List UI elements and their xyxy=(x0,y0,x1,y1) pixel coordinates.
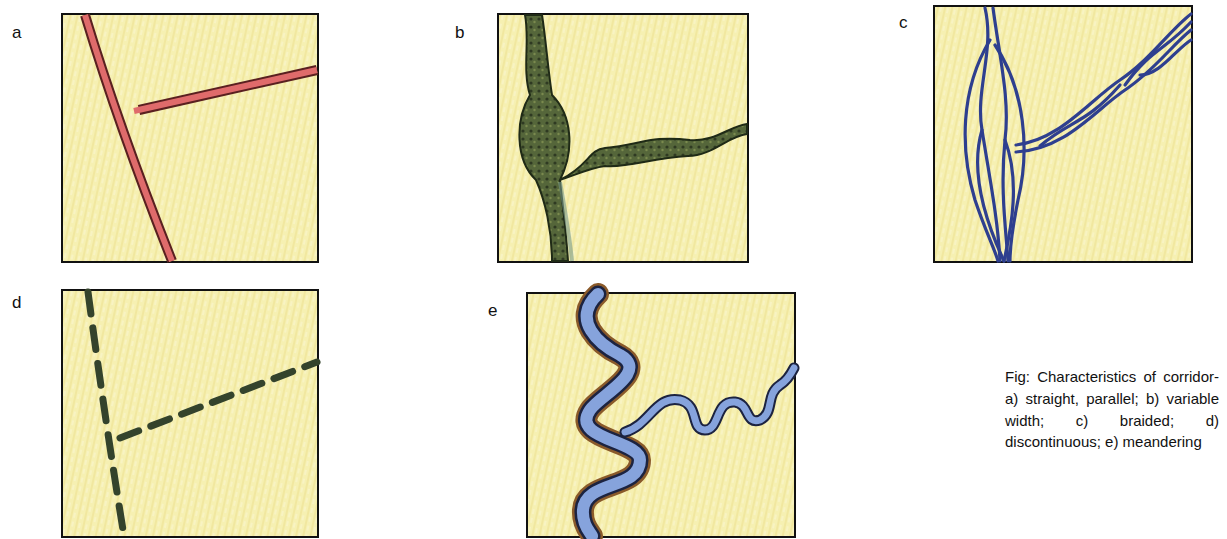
map-panel xyxy=(527,293,795,537)
panel-letter: d xyxy=(12,294,21,311)
corridor xyxy=(134,70,317,111)
corridor-outline xyxy=(85,15,172,261)
variable-width-corridor xyxy=(519,15,747,261)
discontinuous-corridor xyxy=(88,292,317,536)
channel xyxy=(1016,14,1191,145)
panel-letter: e xyxy=(488,302,497,319)
channel xyxy=(1004,140,1013,261)
channel xyxy=(1125,22,1191,85)
panel-letter: c xyxy=(899,14,908,31)
panel-letter: a xyxy=(12,24,21,41)
channel xyxy=(1040,85,1120,146)
hedge-fragments xyxy=(120,362,317,438)
channel xyxy=(1140,40,1191,75)
straight-corridor xyxy=(85,15,317,261)
meandering-corridor xyxy=(583,294,794,536)
corridor xyxy=(85,15,172,261)
river-outline xyxy=(625,368,794,432)
figure-caption: Fig: Characteristics of corridor- a) str… xyxy=(1005,366,1219,453)
river xyxy=(583,294,640,536)
map-panel xyxy=(498,14,748,262)
river xyxy=(625,368,794,432)
map-panel xyxy=(62,14,318,262)
hedge-fragments xyxy=(88,292,124,536)
panel-letter: b xyxy=(455,24,464,41)
woodland-strip xyxy=(519,15,747,261)
river-outline xyxy=(583,294,640,536)
river-bank xyxy=(583,294,640,536)
shadow xyxy=(560,182,572,261)
map-panel xyxy=(62,290,318,537)
map-panel xyxy=(934,6,1192,262)
channel xyxy=(1016,30,1191,152)
channel xyxy=(965,40,998,261)
braided-corridor xyxy=(965,8,1191,261)
channel xyxy=(978,130,1004,261)
